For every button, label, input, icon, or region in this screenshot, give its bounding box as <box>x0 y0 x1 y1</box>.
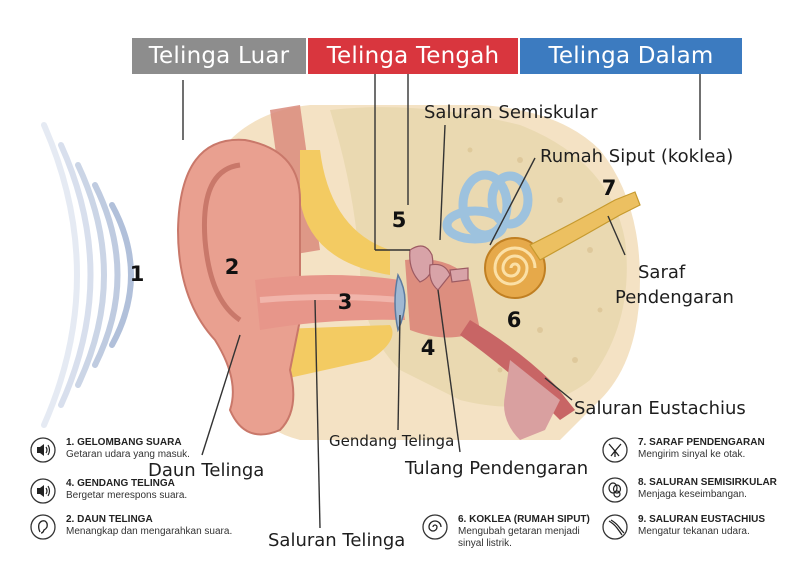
legend-title: 6. KOKLEA (RUMAH SIPUT) <box>458 514 590 525</box>
label-ear-canal: Saluran Telinga <box>268 530 406 551</box>
upper-fat-layer <box>300 150 390 275</box>
number-marker-3: 3 <box>337 290 353 314</box>
semicircular-canals-icon <box>602 477 628 503</box>
throat-tissue <box>504 360 560 440</box>
bone-texture <box>427 147 603 373</box>
legend-desc: Menjaga keseimbangan. <box>638 489 747 500</box>
header-inner-ear: Telinga Dalam <box>520 38 742 74</box>
legend-title: 1. GELOMBANG SUARA <box>66 437 182 448</box>
legend-title: 4. GENDANG TELINGA <box>66 478 175 489</box>
ear-canal-shape <box>255 275 405 330</box>
legend-desc: Mengirim sinyal ke otak. <box>638 449 746 460</box>
legend-title: 8. SALURAN SEMISIRKULAR <box>638 477 777 488</box>
label-cochlea: Rumah Siput (koklea) <box>540 146 734 167</box>
legend-title: 9. SALURAN EUSTACHIUS <box>638 514 766 525</box>
label-semicircular-canals: Saluran Semiskular <box>424 102 598 123</box>
vibration-icon <box>30 478 56 504</box>
number-marker-2: 2 <box>224 255 240 279</box>
temporal-bone <box>330 107 627 407</box>
label-eustachian-tube: Saluran Eustachius <box>574 398 746 419</box>
legend-desc: Mengubah getaran menjadi sinyal listrik. <box>458 526 580 549</box>
legend-desc: Menangkap dan mengarahkan suara. <box>66 526 233 537</box>
legend-desc: Mengatur tekanan udara. <box>638 526 750 537</box>
ear-icon <box>30 514 56 540</box>
label-nerve-line1: Saraf <box>638 262 686 283</box>
sound-wave-icon <box>30 437 56 463</box>
label-eardrum: Gendang Telinga <box>329 432 455 450</box>
number-marker-1: 1 <box>129 262 145 286</box>
number-marker-7: 7 <box>601 176 617 200</box>
nerve-icon <box>602 437 628 463</box>
legend-title: 2. DAUN TELINGA <box>66 514 153 525</box>
number-marker-5: 5 <box>391 208 407 232</box>
semicircular-canals-shape <box>442 170 533 244</box>
header-middle-ear: Telinga Tengah <box>308 38 518 74</box>
label-nerve-line2: Pendengaran <box>615 287 734 308</box>
number-marker-6: 6 <box>506 308 522 332</box>
ossicles-shape <box>409 245 469 291</box>
number-marker-4: 4 <box>420 336 436 360</box>
label-pointer-lines <box>182 74 701 529</box>
sound-wave-arcs <box>41 122 134 428</box>
cochlea-icon <box>422 514 448 540</box>
legend-title: 7. SARAF PENDENGARAN <box>638 437 765 448</box>
eardrum-shape <box>394 272 406 333</box>
label-ossicles: Tulang Pendengaran <box>405 458 589 479</box>
auditory-nerve-shape <box>529 191 641 261</box>
eustachian-tube-icon <box>602 514 628 540</box>
cochlea-shape <box>484 237 546 299</box>
legend-desc: Getaran udara yang masuk. <box>66 449 190 460</box>
header-outer-ear: Telinga Luar <box>132 38 306 74</box>
label-pinna: Daun Telinga <box>148 460 265 481</box>
legend-desc: Bergetar merespons suara. <box>66 490 188 501</box>
